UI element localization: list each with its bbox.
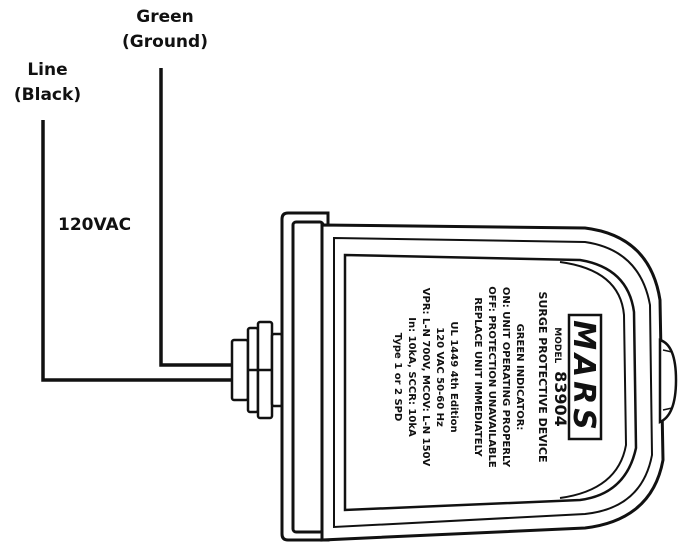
indicator-on: ON: UNIT OPERATING PROPERLY bbox=[500, 287, 511, 468]
indicator-lens bbox=[658, 338, 678, 424]
svg-text:MODEL 83904: MODEL 83904 bbox=[551, 327, 570, 426]
device-type: SURGE PROTECTIVE DEVICE bbox=[536, 292, 549, 463]
ground-wire-name: Green bbox=[136, 7, 194, 27]
line-wire-name: Line bbox=[27, 60, 68, 80]
conduit-fitting bbox=[230, 320, 284, 420]
indicator-title: GREEN INDICATOR: bbox=[514, 324, 525, 431]
ground-wire-label: Green (Ground) bbox=[105, 5, 225, 55]
ul-text: UL 1449 4th Edition bbox=[448, 321, 459, 432]
ground-green-wire bbox=[159, 68, 235, 367]
wires bbox=[41, 68, 235, 382]
device-enclosure bbox=[280, 211, 678, 542]
vpr-text: VPR: L-N 700V, MCOV: L-N 150V bbox=[420, 288, 431, 467]
model-prefix: MODEL bbox=[552, 327, 562, 363]
brand-logo-text: MARS bbox=[566, 320, 601, 434]
brand-logo: MARS bbox=[566, 313, 603, 441]
model-number: 83904 bbox=[551, 371, 570, 427]
replace-text: REPLACE UNIT IMMEDIATELY bbox=[472, 297, 483, 457]
rating-text: 120 VAC 50-60 Hz bbox=[434, 327, 445, 427]
voltage-label: 120VAC bbox=[58, 215, 132, 235]
device-label: MODEL 83904 SURGE PROTECTIVE DEVICE GREE… bbox=[392, 286, 570, 468]
line-wire-label: Line (Black) bbox=[0, 58, 95, 108]
type-text: Type 1 or 2 SPD bbox=[392, 333, 403, 422]
ground-wire-sub: (Ground) bbox=[122, 32, 208, 52]
in-sccr-text: In: 10kA, SCCR: 10kA bbox=[406, 317, 417, 437]
line-wire-sub: (Black) bbox=[13, 85, 82, 105]
line-black-wire bbox=[41, 120, 235, 382]
indicator-off: OFF: PROTECTION UNAVAILABLE bbox=[486, 286, 497, 468]
